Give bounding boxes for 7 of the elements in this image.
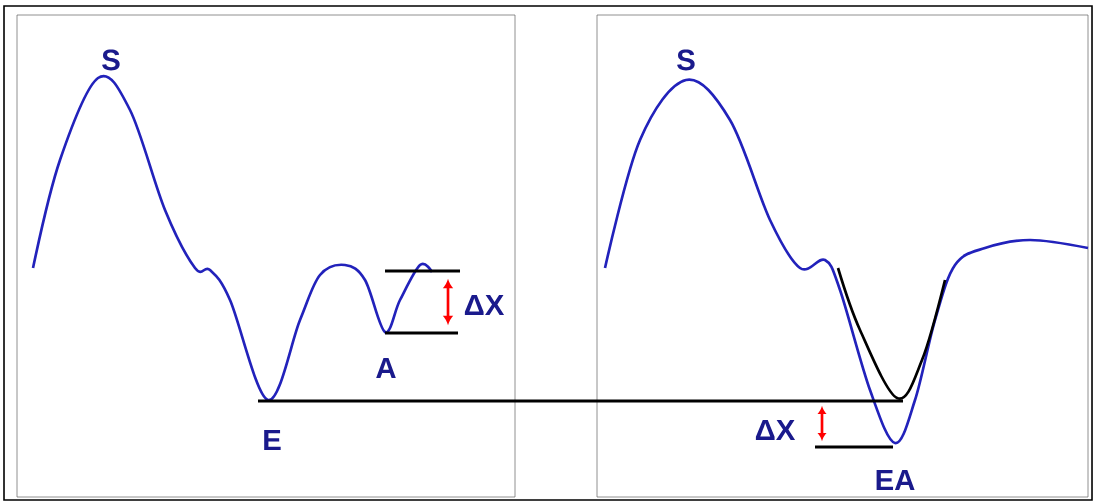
state-label: ΔX [755,419,796,441]
state-label: S [677,49,695,71]
state-label: A [376,357,396,379]
state-label: ΔX [464,294,505,316]
state-label: S [102,49,120,71]
state-label: E [264,429,281,451]
state-label: EA [876,469,915,491]
